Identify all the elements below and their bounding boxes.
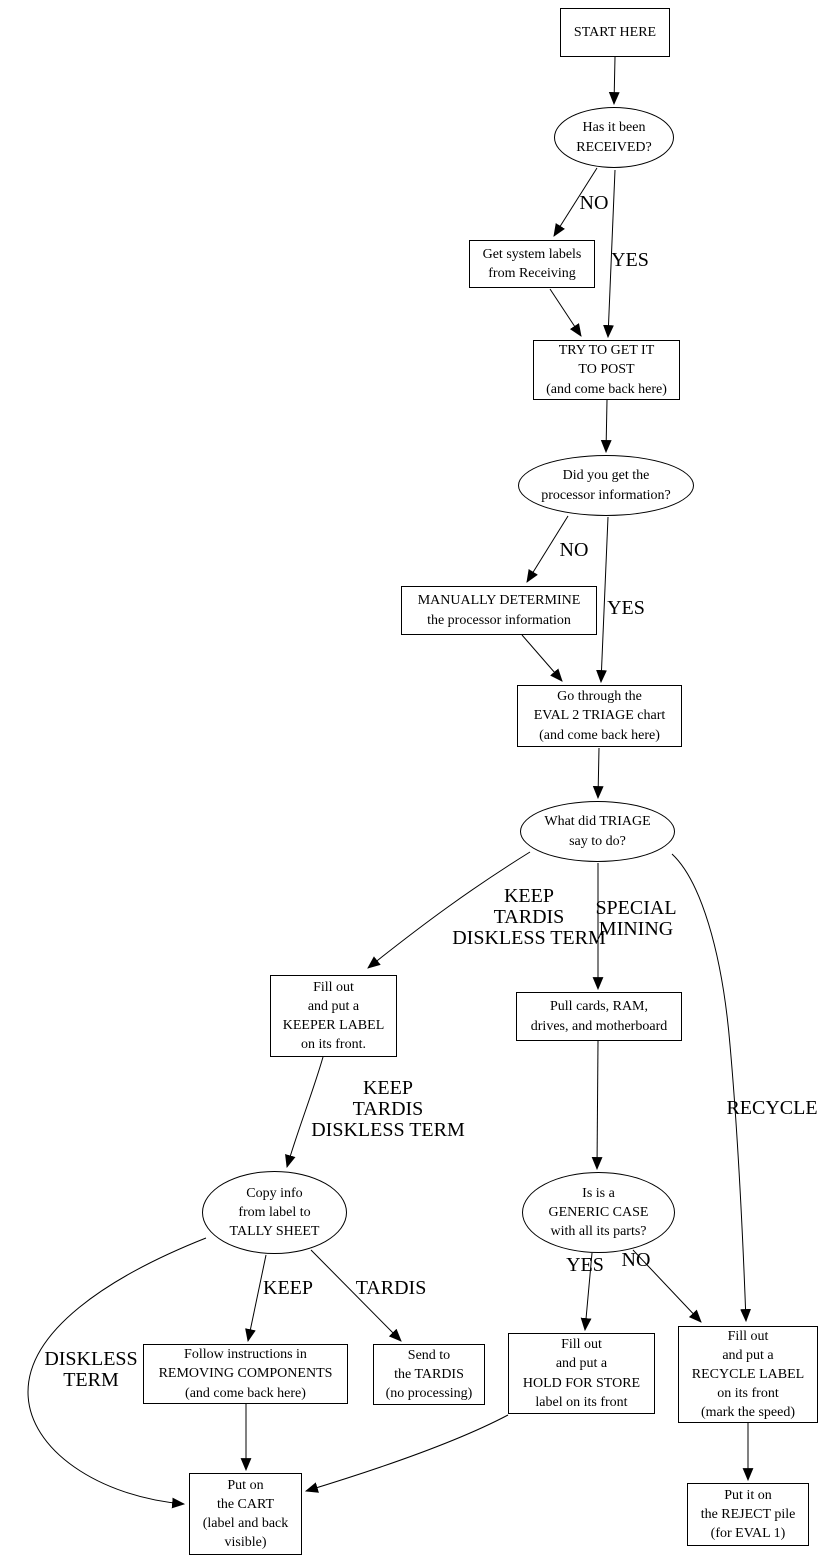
node-get-system-labels: Get system labels from Receiving bbox=[469, 240, 595, 288]
node-hold-for-store: Fill out and put a HOLD FOR STORE label … bbox=[508, 1333, 655, 1414]
edge-get-labels-to-try-post bbox=[549, 288, 582, 337]
node-reject-pile: Put it on the REJECT pile (for EVAL 1) bbox=[687, 1483, 809, 1546]
edge-label-yes-received: YES bbox=[611, 249, 649, 271]
edge-keeper-to-tally bbox=[285, 1056, 324, 1169]
edge-hold-to-cart bbox=[304, 1414, 509, 1493]
edge-triage-to-keeper bbox=[367, 851, 531, 969]
edge-received-yes-to-try-post bbox=[603, 169, 616, 339]
edge-tally-keep-to-removing bbox=[245, 1254, 267, 1343]
edge-label-yes-generic: YES bbox=[566, 1254, 604, 1276]
edge-pull-cards-to-generic bbox=[591, 1040, 603, 1171]
edge-tally-tardis-to-send-tardis bbox=[310, 1249, 402, 1342]
node-pull-cards: Pull cards, RAM, drives, and motherboard bbox=[516, 992, 682, 1041]
edge-triage-recycle-to-recycle-label bbox=[671, 853, 751, 1323]
node-eval2-triage-chart: Go through the EVAL 2 TRIAGE chart (and … bbox=[517, 685, 682, 747]
edge-generic-no-to-recycle-label bbox=[632, 1249, 702, 1323]
edge-manually-to-eval2 bbox=[521, 634, 563, 682]
node-recycle-label: Fill out and put a RECYCLE LABEL on its … bbox=[678, 1326, 818, 1423]
edge-processor-no-to-manually bbox=[526, 515, 569, 583]
edge-received-no-to-get-labels bbox=[553, 167, 598, 237]
node-keeper-label: Fill out and put a KEEPER LABEL on its f… bbox=[270, 975, 397, 1057]
edge-label-tardis: TARDIS bbox=[355, 1277, 427, 1299]
edge-generic-yes-to-hold bbox=[580, 1252, 593, 1332]
decision-generic-case: Is is a GENERIC CASE with all its parts? bbox=[522, 1172, 675, 1253]
node-manually-determine: MANUALLY DETERMINE the processor informa… bbox=[401, 586, 597, 635]
node-removing-components: Follow instructions in REMOVING COMPONEN… bbox=[143, 1344, 348, 1404]
edge-tally-diskless-to-cart bbox=[27, 1237, 207, 1509]
edge-label-keep-tardis-diskless-2: KEEP TARDIS DISKLESS TERM bbox=[311, 1077, 465, 1142]
edge-label-special-mining: SPECIAL MINING bbox=[595, 897, 677, 941]
edge-processor-yes-to-eval2 bbox=[596, 516, 609, 684]
edge-label-recycle: RECYCLE bbox=[726, 1097, 818, 1119]
edge-label-no-generic: NO bbox=[621, 1249, 651, 1271]
edge-label-keep-tardis-diskless-1: KEEP TARDIS DISKLESS TERM bbox=[452, 885, 606, 950]
decision-received: Has it been RECEIVED? bbox=[554, 107, 674, 168]
edge-label-no-processor: NO bbox=[559, 539, 589, 561]
edge-eval2-to-triage bbox=[592, 747, 604, 800]
node-try-to-get-it-to-post: TRY TO GET IT TO POST (and come back her… bbox=[533, 340, 680, 400]
edge-label-no-received: NO bbox=[579, 192, 609, 214]
decision-processor-information: Did you get the processor information? bbox=[518, 455, 694, 516]
edge-label-diskless-term: DISKLESS TERM bbox=[44, 1348, 138, 1392]
edge-start-to-received bbox=[608, 56, 620, 106]
decision-copy-info-tally-sheet: Copy info from label to TALLY SHEET bbox=[202, 1171, 347, 1254]
edge-label-yes-processor: YES bbox=[607, 597, 645, 619]
node-start-here: START HERE bbox=[560, 8, 670, 57]
node-send-to-tardis: Send to the TARDIS (no processing) bbox=[373, 1344, 485, 1405]
decision-what-did-triage-say: What did TRIAGE say to do? bbox=[520, 801, 675, 862]
edge-try-post-to-processor bbox=[600, 399, 612, 454]
node-put-on-cart: Put on the CART (label and back visible) bbox=[189, 1473, 302, 1555]
edge-label-keep: KEEP bbox=[263, 1277, 313, 1299]
